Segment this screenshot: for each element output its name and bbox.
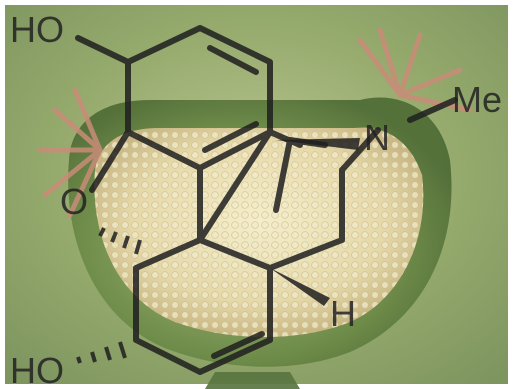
- nitrogen-label: N: [364, 117, 390, 158]
- stigma-left: [37, 87, 103, 218]
- morphine-structure: [75, 25, 458, 375]
- methyl-label: Me: [452, 79, 502, 120]
- oxygen-label: O: [60, 181, 88, 222]
- stigma-right: [357, 27, 473, 113]
- stereo-bonds: [76, 138, 360, 364]
- hydroxyl-bottom-label: HO: [10, 350, 64, 389]
- hydrogen-label: H: [330, 293, 356, 334]
- hydroxyl-top-label: HO: [10, 9, 64, 50]
